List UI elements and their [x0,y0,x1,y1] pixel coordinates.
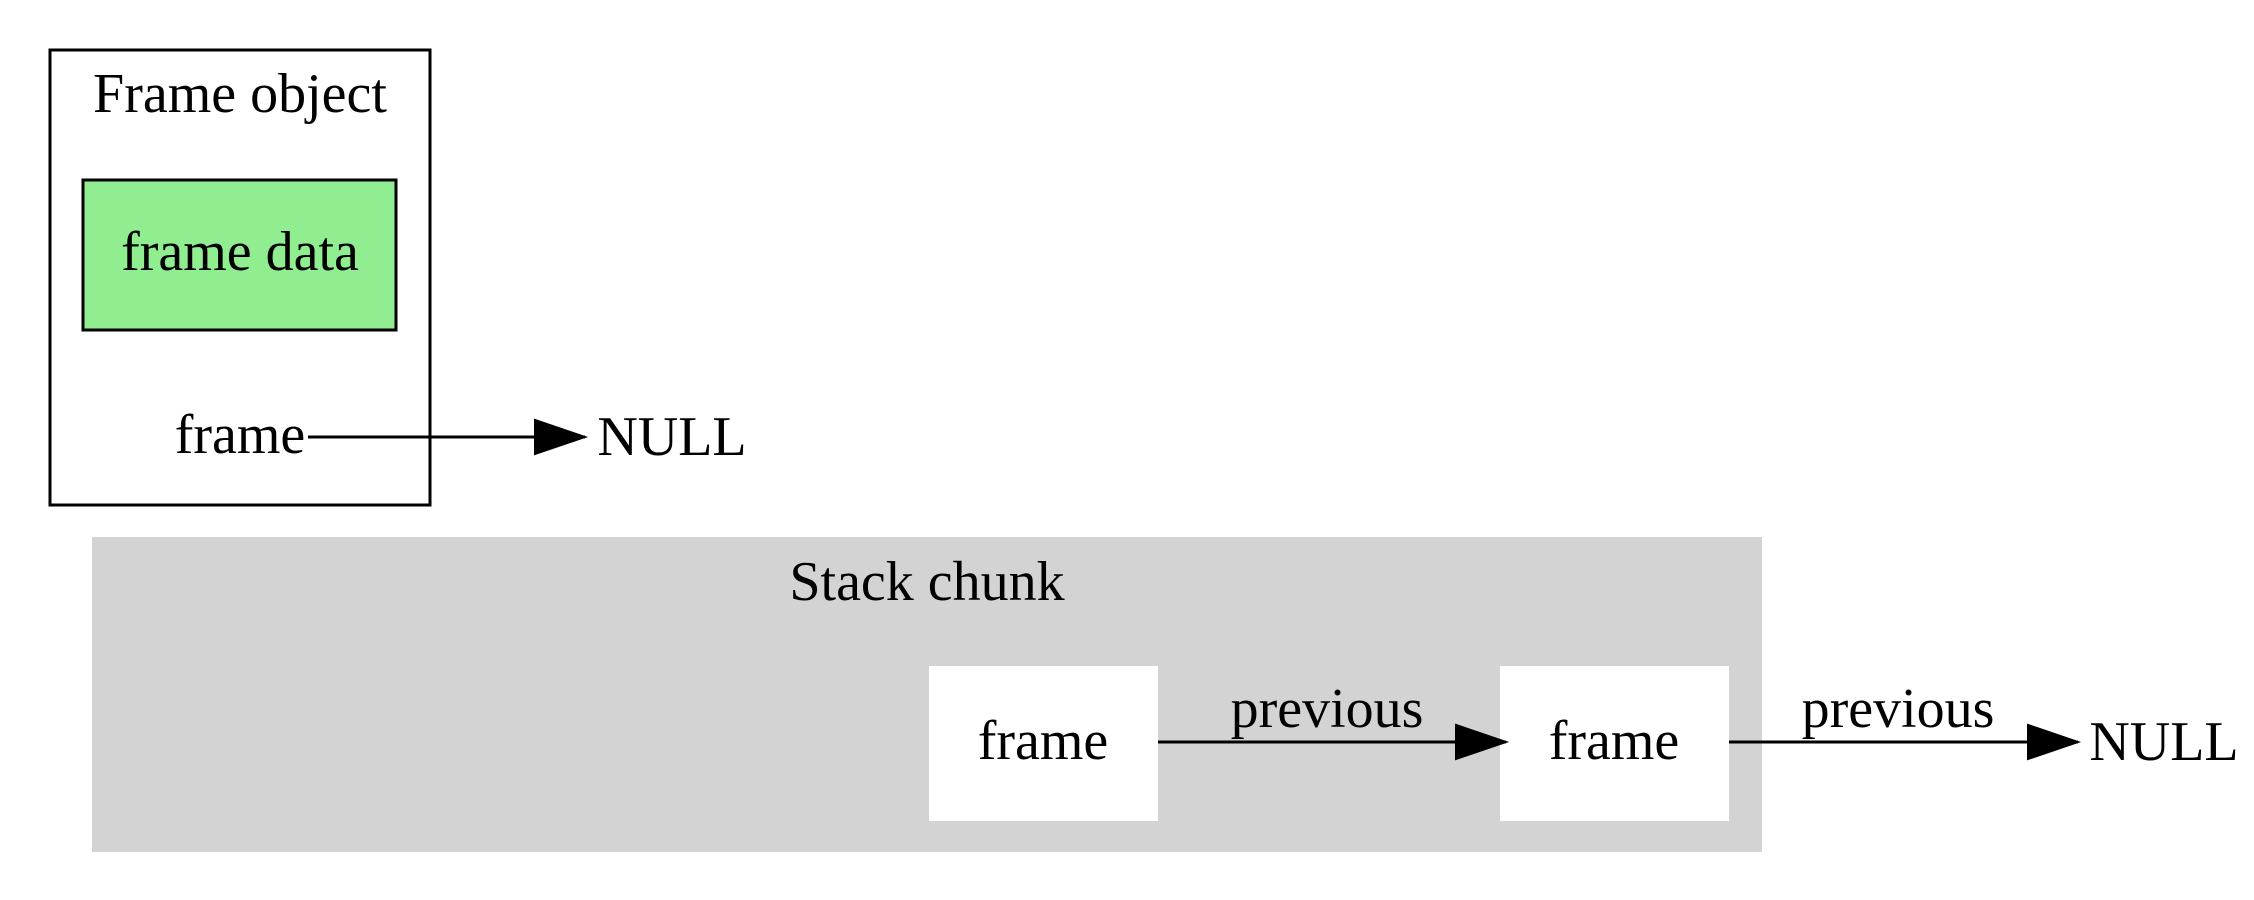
frame-object-title: Frame object [93,63,387,125]
stack-frame-label-2: frame [1549,710,1680,772]
stack-chunk-title: Stack chunk [789,551,1064,613]
frame-field-label: frame [175,404,306,466]
previous-edge-2-label: previous [1802,678,1995,740]
frame-object-cluster: Frame object frame data frame [48,48,432,507]
stack-null-label: NULL [2089,711,2238,773]
stack-frame-node-1 [929,666,1158,821]
stack-chunk-cluster: Stack chunk frame frame [92,537,1762,852]
frame-to-null-arrowhead [534,418,589,456]
stack-frame-label-1: frame [978,710,1109,772]
stack-chunk-background [92,537,1762,852]
frame-data-node [81,178,398,332]
previous-edge-2-arrowhead [2027,723,2082,761]
frame-data-label: frame data [121,221,359,283]
frame-null-label: NULL [597,406,746,468]
frame-object-border [48,48,432,507]
previous-edge-1-label: previous [1231,678,1424,740]
stack-frame-node-2 [1500,666,1729,821]
previous-edge-1-arrowhead [1455,723,1510,761]
